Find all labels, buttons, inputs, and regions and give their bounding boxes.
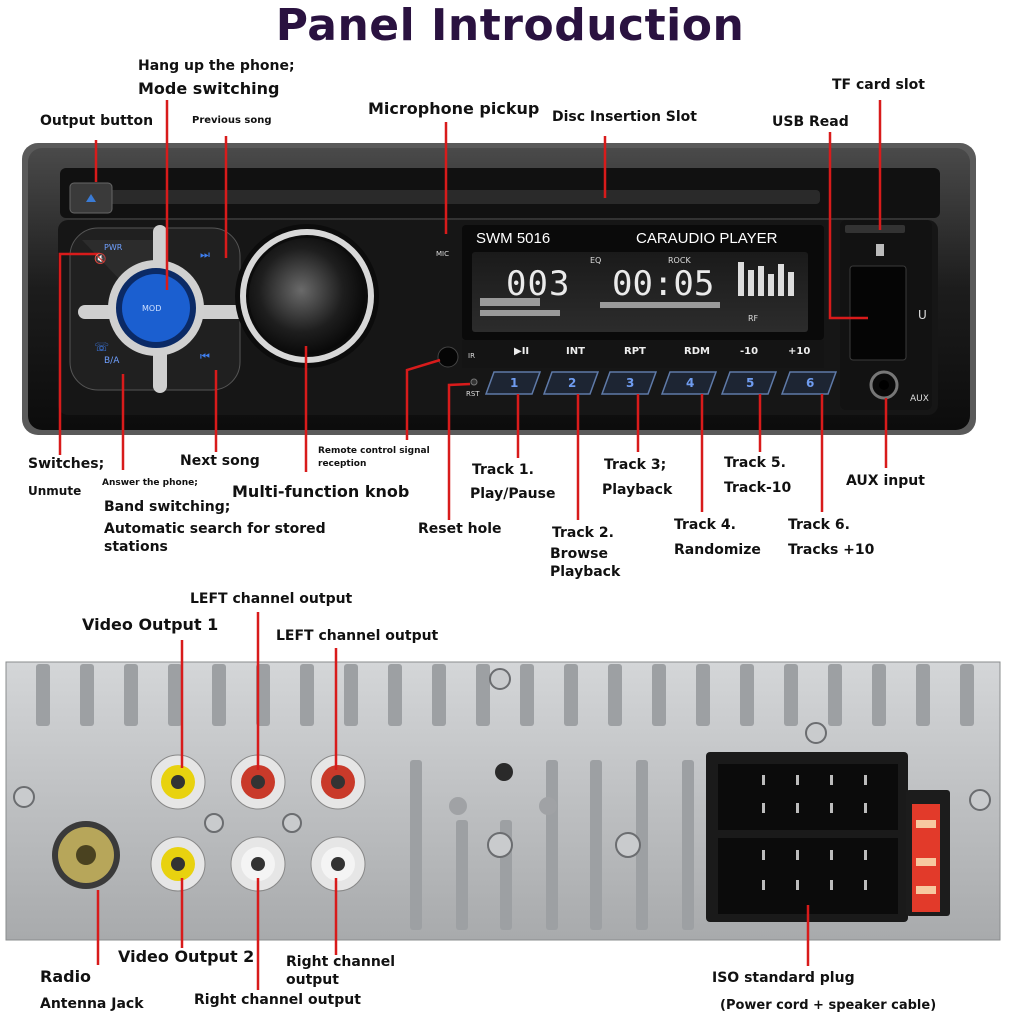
label-answer-phone: Answer the phone; (102, 478, 198, 488)
func-label-play: ▶II (514, 346, 530, 357)
aux-label: AUX (910, 394, 929, 404)
preset-button-1[interactable]: 1 (510, 376, 519, 390)
label-track3-a: Track 3; (604, 457, 667, 473)
label-mode-switching: Mode switching (138, 79, 280, 98)
func-label-rpt: RPT (624, 346, 646, 357)
mod-button[interactable]: MOD (142, 304, 162, 313)
func-label-minus10: -10 (740, 346, 759, 357)
label-unmute: Unmute (28, 484, 82, 498)
label-track4-a: Track 4. (674, 517, 736, 533)
phone-icon[interactable]: ☏ (94, 340, 110, 354)
usb-u-label: U (918, 308, 927, 322)
preset-button-3[interactable]: 3 (626, 376, 635, 390)
label-track1-b: Play/Pause (470, 486, 556, 502)
label-track2-a: Track 2. (552, 525, 614, 541)
device-brand: CARAUDIO PLAYER (636, 230, 778, 247)
preset-button-2[interactable]: 2 (568, 376, 577, 390)
label-disc-slot: Disc Insertion Slot (552, 109, 697, 125)
device-model: SWM 5016 (476, 230, 551, 247)
func-label-int: INT (566, 346, 585, 357)
label-video-output-2: Video Output 2 (118, 947, 255, 966)
label-multi-knob: Multi-function knob (232, 482, 410, 501)
display-track: 003 (506, 264, 571, 304)
label-output-button: Output button (40, 113, 154, 129)
band-button[interactable]: B/A (104, 356, 120, 366)
label-left-channel-2: LEFT channel output (276, 628, 439, 644)
mute-icon[interactable]: 🔇 (94, 254, 107, 265)
label-iso-plug-desc: (Power cord + speaker cable) (720, 998, 937, 1013)
label-microphone-pickup: Microphone pickup (368, 99, 540, 118)
label-right-channel-a: Right channel (286, 954, 396, 970)
func-label-rdm: RDM (684, 346, 710, 357)
label-auto-search-1: Automatic search for stored (104, 521, 326, 537)
label-right-channel-output: Right channel output (194, 992, 361, 1008)
rst-label: RST (466, 390, 480, 398)
pwr-button[interactable]: PWR (104, 243, 123, 252)
label-track2-c: Playback (550, 564, 621, 580)
label-track5-a: Track 5. (724, 455, 786, 471)
label-track4-b: Randomize (674, 542, 761, 558)
label-tf-card-slot: TF card slot (832, 77, 925, 93)
func-label-plus10: +10 (788, 346, 811, 357)
label-track2-b: Browse (550, 546, 608, 562)
label-next-song: Next song (180, 453, 260, 469)
rf-indicator: RF (748, 314, 759, 323)
label-band-switching: Band switching; (104, 499, 231, 515)
label-radio: Radio (40, 967, 92, 986)
page-title: Panel Introduction (275, 0, 745, 51)
eq-indicator: EQ (590, 256, 602, 265)
label-iso-plug: ISO standard plug (712, 970, 855, 986)
label-track1-a: Track 1. (472, 462, 534, 478)
label-remote-signal-2: reception (318, 459, 367, 469)
label-right-channel-b: output (286, 972, 339, 988)
preset-button-4[interactable]: 4 (686, 376, 695, 390)
rock-indicator: ROCK (668, 256, 691, 265)
label-hang-up: Hang up the phone; (138, 58, 295, 74)
label-left-channel-top: LEFT channel output (190, 591, 353, 607)
label-track3-b: Playback (602, 482, 673, 498)
label-auto-search-2: stations (104, 539, 168, 555)
preset-button-5[interactable]: 5 (746, 376, 755, 390)
label-antenna-jack: Antenna Jack (40, 996, 144, 1012)
label-switches: Switches; (28, 456, 105, 472)
label-track6-b: Tracks +10 (788, 542, 875, 558)
ir-label: IR (468, 352, 475, 360)
display-time: 00:05 (612, 264, 715, 304)
mic-label: MIC (436, 250, 449, 258)
label-video-output-1: Video Output 1 (82, 615, 219, 634)
label-track6-a: Track 6. (788, 517, 850, 533)
next-track-icon[interactable]: ⏭ (200, 248, 210, 261)
label-aux-input: AUX input (846, 473, 925, 489)
label-reset-hole: Reset hole (418, 521, 502, 537)
label-previous-song: Previous song (192, 115, 272, 126)
label-usb-read: USB Read (772, 114, 849, 130)
previous-track-icon[interactable]: ⏮ (200, 350, 210, 363)
preset-button-6[interactable]: 6 (806, 376, 815, 390)
label-track5-b: Track-10 (724, 480, 792, 496)
label-remote-signal-1: Remote control signal (318, 446, 430, 456)
